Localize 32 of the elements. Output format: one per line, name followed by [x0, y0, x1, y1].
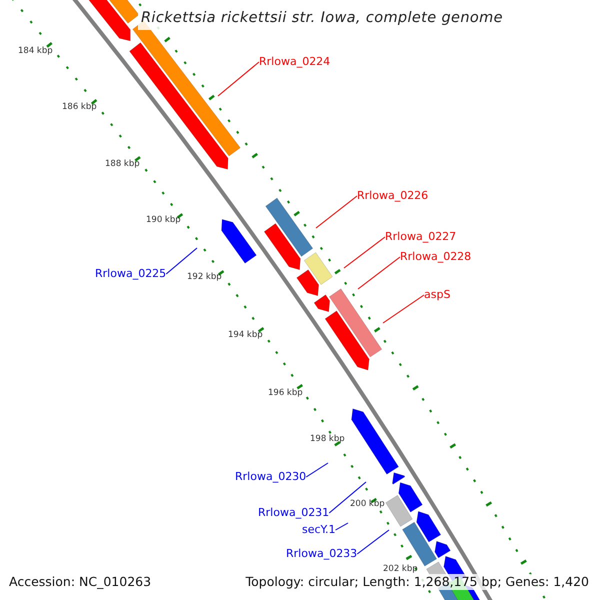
leader-line — [316, 196, 358, 228]
gene-label: Rrlowa_0224 — [259, 55, 330, 69]
leader-line — [218, 62, 260, 96]
leader-line — [328, 482, 366, 514]
position-label: 188 kbp — [105, 159, 140, 170]
leader-line — [344, 236, 386, 268]
gene-label: aspS — [424, 288, 450, 302]
leader-line — [306, 462, 328, 478]
genome-summary: Topology: circular; Length: 1,268,175 bp; Genes: 1,420 — [244, 574, 591, 590]
position-label: 186 kbp — [62, 102, 97, 113]
accession-label: Accession: NC_010263 — [7, 574, 154, 590]
gene-label: secY.1 — [302, 523, 336, 537]
position-label: 190 kbp — [146, 215, 181, 226]
leader-line — [356, 530, 390, 554]
position-label: 196 kbp — [268, 388, 303, 399]
gene-label: Rrlowa_0233 — [286, 547, 358, 561]
gene-label: Rrlowa_0225 — [95, 267, 166, 281]
position-label: 200 kbp — [350, 499, 385, 510]
leader-line — [358, 256, 400, 290]
leader-line — [382, 294, 424, 324]
gene-label: Rrlowa_0228 — [400, 250, 472, 264]
leader-line — [335, 522, 348, 530]
position-label: 194 kbp — [228, 330, 263, 341]
position-label: 202 kbp — [383, 564, 418, 575]
position-label: 184 kbp — [18, 46, 53, 57]
position-label: 192 kbp — [187, 272, 222, 283]
gene-label: Rrlowa_0227 — [385, 230, 456, 244]
leader-line — [166, 248, 198, 274]
position-label: 198 kbp — [310, 434, 345, 445]
gene-label: Rrlowa_0231 — [258, 506, 330, 520]
gene-label: Rrlowa_0230 — [235, 470, 306, 484]
gene-label: Rrlowa_0226 — [357, 189, 428, 203]
